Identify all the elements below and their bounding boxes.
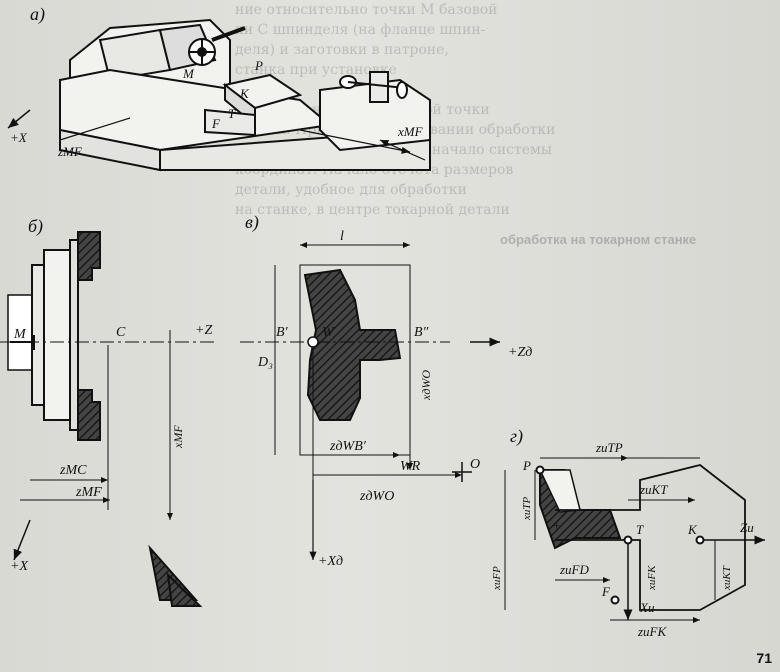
panel-v-labels: l D₃ B′ W B″ WR xдWO zдWB′ zдWO +Zд +Xд …: [257, 229, 532, 569]
svg-text:zMC: zMC: [59, 463, 87, 478]
svg-text:zиKT: zиKT: [639, 482, 668, 497]
svg-text:zиTP: zиTP: [595, 440, 623, 455]
svg-text:+X: +X: [10, 130, 28, 145]
svg-text:F: F: [601, 584, 611, 599]
svg-text:M: M: [182, 66, 195, 81]
svg-text:+X: +X: [10, 559, 28, 574]
svg-text:K: K: [687, 522, 698, 537]
svg-text:C: C: [116, 325, 126, 340]
svg-text:zдWO: zдWO: [359, 489, 394, 504]
svg-text:+Z: +Z: [195, 323, 212, 338]
svg-text:P: P: [254, 58, 263, 73]
panel-g-tool: г): [504, 426, 765, 623]
panel-g-labels: zиTP zиKT zиFD zиFK xиTP xиFP xиFK xиKT …: [491, 440, 754, 639]
svg-text:в): в): [245, 212, 259, 233]
part-section: [303, 268, 402, 421]
panel-a-labels: +X zMF xMF M P K T F: [10, 58, 424, 159]
svg-text:xиFK: xиFK: [646, 565, 658, 591]
svg-text:xMF: xMF: [397, 124, 424, 139]
svg-text:xMF: xMF: [171, 425, 185, 449]
svg-text:F: F: [211, 116, 221, 131]
svg-text:zMF: zMF: [75, 485, 102, 500]
svg-text:xдWO: xдWO: [419, 370, 433, 401]
panel-a-label: а): [30, 4, 45, 25]
svg-text:б): б): [28, 216, 43, 237]
svg-text:xиFP: xиFP: [491, 566, 503, 591]
section-heading: обработка на токарном станке: [500, 232, 697, 247]
svg-text:+: +: [552, 518, 561, 533]
svg-text:B″: B″: [414, 325, 429, 340]
svg-text:T: T: [636, 522, 644, 537]
chuck-jaw-lower: [77, 389, 101, 441]
svg-text:P: P: [522, 458, 531, 473]
svg-text:xиKT: xиKT: [721, 565, 733, 591]
svg-text:zиFD: zиFD: [559, 562, 590, 577]
svg-text:l: l: [340, 229, 344, 244]
svg-text:O: O: [470, 457, 480, 472]
svg-text:M: M: [13, 327, 27, 342]
svg-text:zдWB′: zдWB′: [329, 439, 367, 454]
chuck-jaw-upper: [77, 231, 101, 281]
svg-text:K: K: [239, 86, 250, 101]
panel-a-lathe: а): [7, 4, 431, 172]
svg-text:Zи: Zи: [740, 520, 754, 535]
svg-text:W: W: [322, 325, 335, 340]
svg-text:WR: WR: [400, 459, 421, 474]
svg-text:zMF: zMF: [57, 144, 83, 159]
page-number: 71: [756, 650, 772, 666]
svg-text:г): г): [510, 426, 523, 447]
panel-v-part: в): [240, 212, 500, 560]
svg-text:+Xд: +Xд: [318, 554, 343, 569]
svg-text:xиTP: xиTP: [521, 497, 533, 522]
panel-b-chuck: б): [0, 216, 215, 607]
panel-b-labels: M C +Z +X xMF zMC zMF: [10, 323, 212, 574]
svg-text:D₃: D₃: [257, 355, 273, 370]
svg-text:+Zд: +Zд: [508, 345, 532, 360]
svg-text:B′: B′: [276, 325, 289, 340]
svg-text:zиFK: zиFK: [637, 624, 668, 639]
svg-text:Xи: Xи: [639, 600, 655, 615]
svg-text:T: T: [228, 106, 236, 121]
